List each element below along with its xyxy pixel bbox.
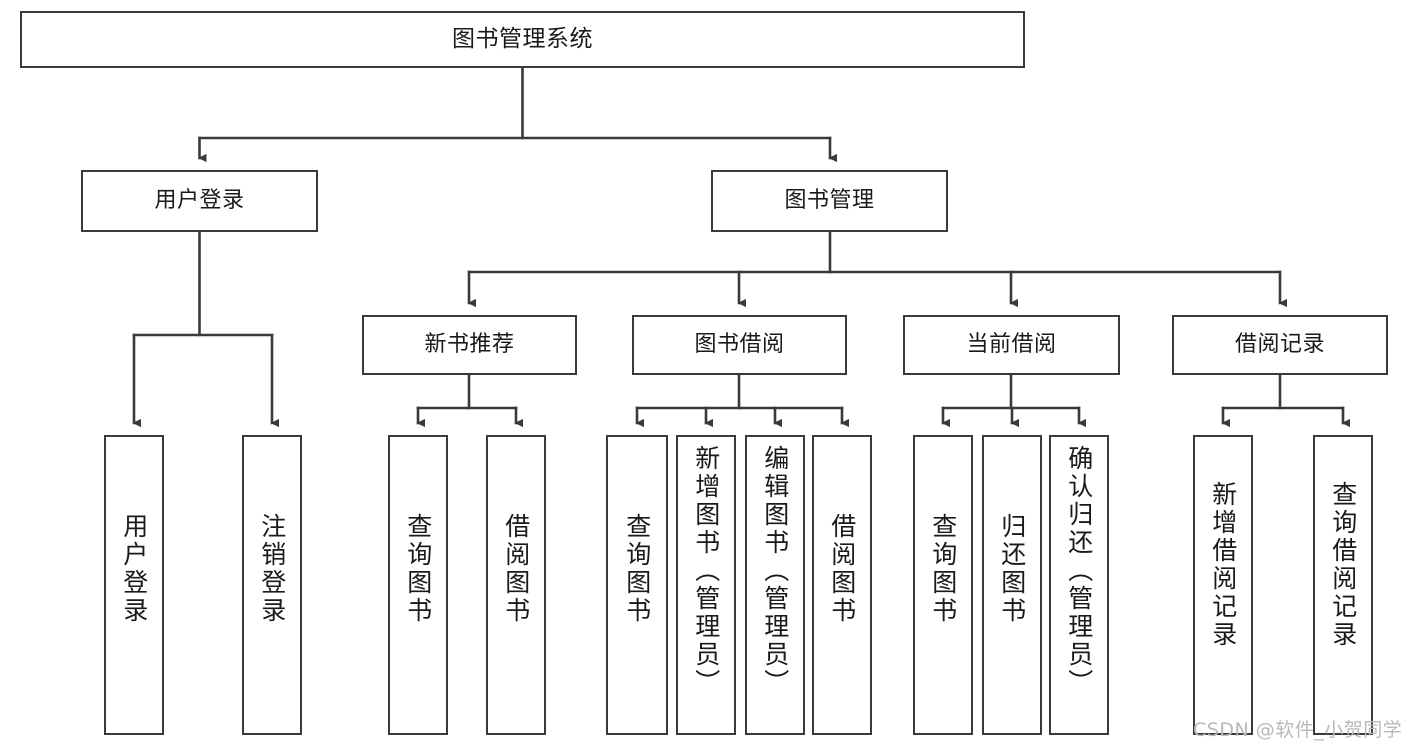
node-br-add-record[interactable]: 新增借阅记录: [1193, 435, 1253, 735]
node-root[interactable]: 图书管理系统: [20, 11, 1025, 68]
node-new-book-recommend[interactable]: 新书推荐: [362, 315, 577, 375]
node-book-management-label: 图书管理: [784, 188, 875, 214]
node-nb-query-book[interactable]: 查询图书: [388, 435, 448, 735]
node-cb-return-book[interactable]: 归还图书: [982, 435, 1042, 735]
node-bb-edit-book-label: 编辑图书（管理员）: [760, 445, 790, 697]
node-borrow-records-label: 借阅记录: [1234, 332, 1325, 358]
node-user-login-leaf[interactable]: 用户登录: [104, 435, 164, 735]
node-bb-borrow-book[interactable]: 借阅图书: [812, 435, 872, 735]
node-user-logout-leaf-label: 注销登录: [257, 513, 287, 625]
node-borrow-records[interactable]: 借阅记录: [1172, 315, 1388, 375]
node-bb-add-book-label: 新增图书（管理员）: [691, 445, 721, 697]
node-new-book-recommend-label: 新书推荐: [424, 332, 515, 358]
node-book-borrow[interactable]: 图书借阅: [632, 315, 847, 375]
node-cb-return-book-label: 归还图书: [997, 513, 1027, 625]
node-book-borrow-label: 图书借阅: [694, 332, 785, 358]
node-cb-confirm-return[interactable]: 确认归还（管理员）: [1049, 435, 1109, 735]
node-br-query-record[interactable]: 查询借阅记录: [1313, 435, 1373, 735]
node-nb-borrow-book-label: 借阅图书: [501, 513, 531, 625]
node-user-login-label: 用户登录: [154, 188, 245, 214]
node-user-login[interactable]: 用户登录: [81, 170, 318, 232]
node-cb-query-book-label: 查询图书: [928, 513, 958, 625]
node-br-query-record-label: 查询借阅记录: [1328, 481, 1358, 649]
node-bb-add-book[interactable]: 新增图书（管理员）: [676, 435, 736, 735]
node-current-borrow-label: 当前借阅: [966, 332, 1057, 358]
node-current-borrow[interactable]: 当前借阅: [903, 315, 1120, 375]
node-nb-borrow-book[interactable]: 借阅图书: [486, 435, 546, 735]
node-nb-query-book-label: 查询图书: [403, 513, 433, 625]
csdn-watermark: CSDN @软件_小贺同学: [1193, 719, 1403, 741]
node-root-label: 图书管理系统: [452, 25, 593, 52]
node-cb-confirm-return-label: 确认归还（管理员）: [1064, 445, 1094, 697]
node-bb-borrow-book-label: 借阅图书: [827, 513, 857, 625]
node-bb-query-book-label: 查询图书: [622, 513, 652, 625]
node-bb-query-book[interactable]: 查询图书: [606, 435, 668, 735]
node-cb-query-book[interactable]: 查询图书: [913, 435, 973, 735]
node-user-login-leaf-label: 用户登录: [119, 513, 149, 625]
node-bb-edit-book[interactable]: 编辑图书（管理员）: [745, 435, 805, 735]
node-user-logout-leaf[interactable]: 注销登录: [242, 435, 302, 735]
node-book-management[interactable]: 图书管理: [711, 170, 948, 232]
node-br-add-record-label: 新增借阅记录: [1208, 481, 1238, 649]
